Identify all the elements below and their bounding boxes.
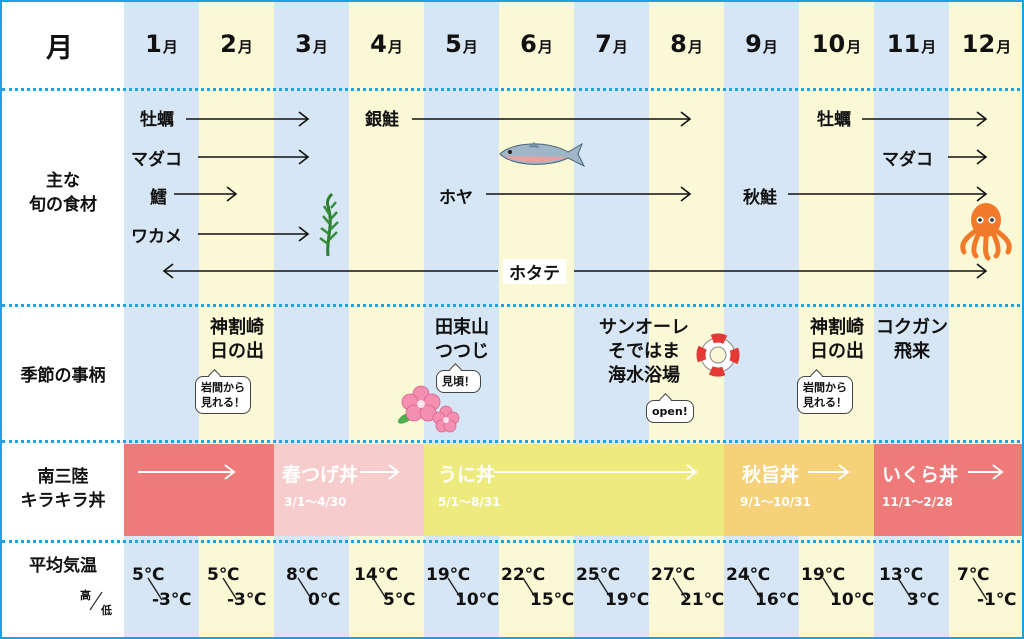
ingredient-oyster-autumn: 牡蠣 [817,110,851,130]
temp-high-4: 14℃ [354,565,399,585]
arrow-cod [174,186,238,202]
arrow-oyster-winter [186,111,310,127]
ingredient-scallop: ホタテ [503,259,566,284]
arrow-wakame [198,226,310,242]
temp-high-3: 8℃ [286,565,319,585]
row-divider [2,88,1022,91]
ingredient-oyster-winter: 牡蠣 [140,110,174,130]
temp-low-label: 低 [101,604,112,617]
event-note-azalea: 見頃！ [436,370,481,393]
arrow-octopus-winter [198,149,310,165]
temp-low-9: 16℃ [755,590,800,610]
row-divider [2,440,1022,443]
temp-low-4: 5℃ [383,590,416,610]
temp-low-5: 10℃ [455,590,500,610]
arrow-coho [412,111,692,127]
donburi-period-ikura: 11/1～2/28 [882,495,953,509]
life-ring-icon [696,333,740,377]
ingredient-cod: 鱈 [150,188,167,208]
month-label-11: 11月 [886,30,937,58]
event-note-winter: 岩間から見れる！ [195,376,251,414]
ingredient-wakame: ワカメ [131,227,182,247]
temp-high-7: 25℃ [576,565,621,585]
event-note-autumn: 岩間から見れる！ [797,376,853,414]
donburi-band-ikura: いくら丼 11/1～2/28 [874,444,1022,536]
month-label-4: 4月 [370,30,403,58]
month-label-10: 10月 [811,30,862,58]
donburi-name-uni: うに丼 [438,464,496,486]
ingredient-coho-salmon: 銀鮭 [365,110,399,130]
temp-high-1: 5℃ [132,565,165,585]
wakame-icon [319,192,339,257]
arrow-autumn-salmon [788,186,988,202]
temp-low-8: 21℃ [680,590,725,610]
temp-high-label: 高 [80,589,91,602]
row-label-temperature: 平均気温 [29,556,97,576]
month-label-3: 3月 [295,30,328,58]
temp-high-8: 27℃ [651,565,696,585]
event-kamiwarizaki-sunrise-winter: 神割崎日の出 [210,317,264,362]
donburi-period-autumn: 9/1～10/31 [740,495,811,509]
ingredient-autumn-salmon: 秋鮭 [743,188,777,208]
arrow-oyster-autumn [862,111,988,127]
temp-low-1: -3℃ [152,590,192,610]
arrow-octopus-autumn [948,149,988,165]
temp-low-12: -1℃ [977,590,1017,610]
event-brant-geese: コクガン飛来 [876,317,948,362]
ingredient-octopus-autumn: マダコ [882,150,933,170]
temp-high-9: 24℃ [726,565,771,585]
ingredient-sea-squirt: ホヤ [439,188,473,208]
donburi-name-autumn: 秋旨丼 [742,464,800,486]
arrow-sea-squirt [486,186,692,202]
month-label-1: 1月 [145,30,178,58]
month-label-6: 6月 [520,30,553,58]
donburi-period-spring: 3/1～4/30 [284,495,347,509]
event-tatsukone-azalea: 田束山つつじ [435,317,489,362]
arrow-scallop [162,263,988,279]
event-sodehama-beach: サンオーレそではま海水浴場 [599,317,689,386]
row-divider [2,304,1022,307]
row-label-donburi: 南三陸キラキラ丼 [2,465,124,513]
donburi-band-autumn: 秋旨丼 9/1～10/31 [724,444,874,536]
month-label-2: 2月 [220,30,253,58]
month-label-8: 8月 [670,30,703,58]
temp-high-6: 22℃ [501,565,546,585]
month-label-7: 7月 [595,30,628,58]
month-label-12: 12月 [961,30,1012,58]
row-label-ingredients: 主な旬の食材 [29,171,97,215]
event-kamiwarizaki-sunrise-autumn: 神割崎日の出 [810,317,864,362]
temp-low-2: -3℃ [227,590,267,610]
temp-low-10: 10℃ [830,590,875,610]
temp-low-7: 19℃ [605,590,650,610]
temp-high-5: 19℃ [426,565,471,585]
temp-high-10: 19℃ [801,565,846,585]
azalea-icon [397,385,460,433]
month-label-9: 9月 [745,30,778,58]
temp-slash-legend [89,591,103,611]
donburi-band-spring: 春つげ丼 3/1～4/30 [274,444,424,536]
month-label-5: 5月 [445,30,478,58]
donburi-name-ikura: いくら丼 [882,464,959,486]
row-label-events: 季節の事柄 [20,366,106,386]
temp-low-11: 3℃ [907,590,940,610]
temp-high-11: 13℃ [879,565,924,585]
event-note-beach: open! [646,400,694,423]
temp-low-6: 15℃ [530,590,575,610]
row-divider [2,540,1022,543]
temp-high-12: 7℃ [957,565,990,585]
salmon-icon [499,142,586,168]
ingredient-octopus-winter: マダコ [131,150,182,170]
temp-high-2: 5℃ [207,565,240,585]
octopus-icon [960,203,1012,261]
donburi-name-spring: 春つげ丼 [282,464,359,486]
temp-low-3: 0℃ [308,590,341,610]
header-corner-label: 月 [46,33,73,64]
donburi-band-uni: うに丼 5/1～8/31 [424,444,724,536]
donburi-band-ikura-continued [124,444,274,536]
donburi-period-uni: 5/1～8/31 [438,495,501,509]
